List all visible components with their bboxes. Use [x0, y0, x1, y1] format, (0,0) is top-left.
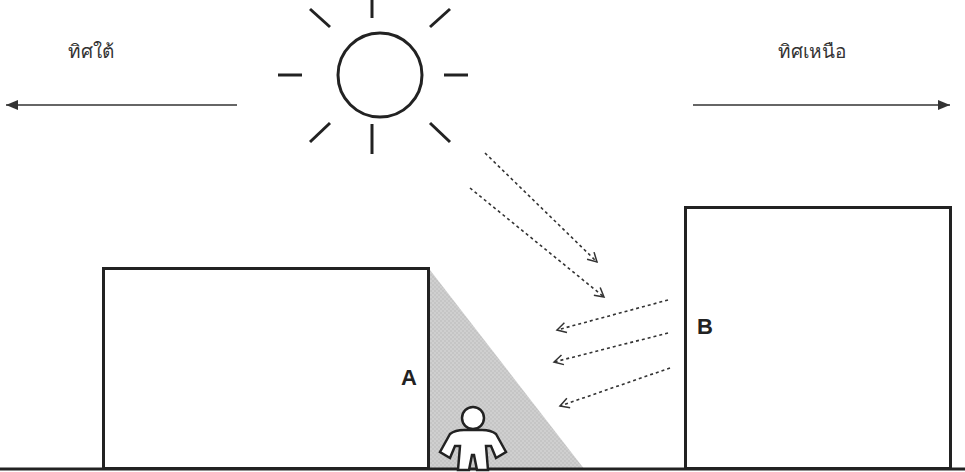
direction-label: ทิศใต้ — [68, 38, 114, 64]
shadow-area — [430, 270, 585, 470]
north-arrow — [693, 104, 950, 106]
building-label: B — [697, 315, 939, 339]
person-figure — [440, 407, 506, 470]
sun-symbol — [278, 0, 468, 154]
direction-label: ทิศเหนือ — [778, 38, 846, 64]
building-box: B — [684, 206, 952, 470]
building-box: A — [102, 267, 430, 470]
south-arrow — [6, 104, 237, 106]
building-label: A — [115, 366, 417, 390]
light-rays — [470, 153, 670, 406]
